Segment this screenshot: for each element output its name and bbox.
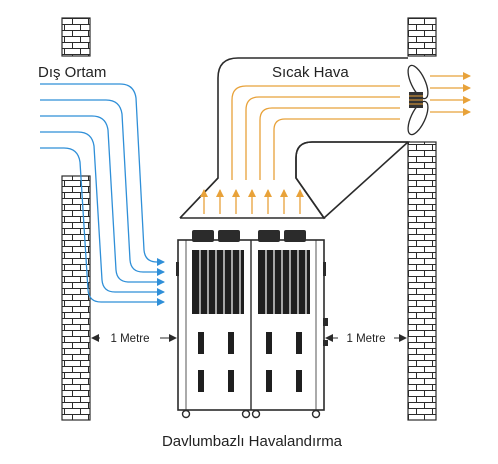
cold-air-arrows (40, 83, 165, 306)
distance-label-right: 1 Metre (347, 333, 386, 345)
cold-air-arrow (40, 83, 165, 266)
cold-air-arrow (40, 131, 165, 296)
hot-air-arrows (200, 72, 471, 214)
axial-fan-icon (407, 64, 429, 136)
distance-label-left: 1 Metre (111, 333, 150, 345)
left-wall (61, 17, 91, 421)
caster-wheel-icon (181, 409, 321, 419)
right-wall (407, 17, 437, 421)
cold-air-arrow (40, 115, 165, 286)
condenser-grille (192, 250, 310, 314)
hot-air-arrow (273, 118, 400, 180)
brick-wall-icon (61, 17, 91, 57)
cold-air-arrow (40, 99, 165, 276)
brick-wall-icon (407, 141, 437, 421)
caption: Davlumbazlı Havalandırma (162, 433, 343, 450)
vent-slots (198, 332, 302, 392)
chiller-unit-icon (176, 230, 328, 419)
brick-wall-icon (407, 17, 437, 57)
hood-icon (179, 57, 411, 220)
top-fan-row (192, 230, 306, 242)
hot-air-label: Sıcak Hava (272, 64, 349, 81)
hood-outline (179, 141, 408, 219)
outside-air-label: Dış Ortam (38, 64, 106, 81)
hot-air-arrow (259, 107, 400, 180)
cold-air-arrow (40, 147, 165, 306)
brick-wall-icon (61, 175, 91, 421)
hot-air-arrow (245, 96, 400, 180)
hot-air-arrow (231, 85, 400, 180)
